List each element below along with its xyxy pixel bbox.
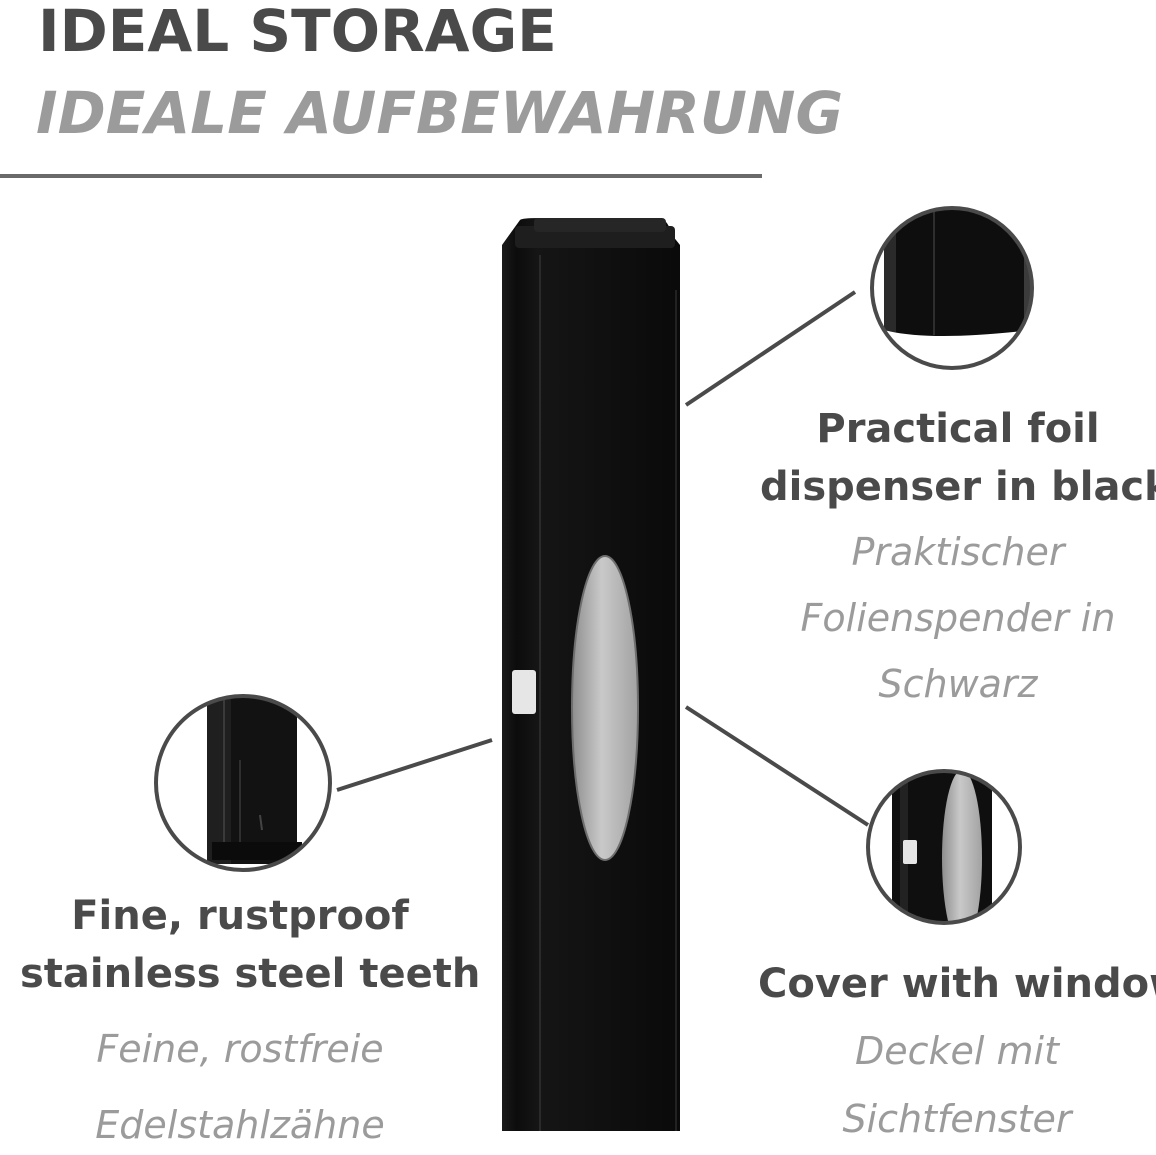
caption-en-line: dispenser in black	[760, 464, 1156, 510]
detail-circle-body	[870, 206, 1034, 370]
product-illustration	[154, 206, 1034, 1131]
page-subtitle: IDEALE AUFBEWAHRUNG	[36, 79, 844, 147]
caption-de-line: Praktischer	[851, 530, 1065, 574]
page-title: IDEAL STORAGE	[38, 0, 557, 65]
feature-caption-black: Practical foil dispenser in black Prakti…	[760, 400, 1156, 714]
title-divider	[0, 174, 762, 178]
foil-dispenser	[502, 218, 680, 1131]
feature-caption-teeth: Fine, rustproof stainless steel teeth Fe…	[20, 887, 481, 1155]
caption-de-line: Folienspender in	[800, 596, 1116, 640]
caption-de-line: Schwarz	[878, 662, 1038, 706]
caption-de-line: Feine, rostfreie	[96, 1027, 384, 1071]
caption-de-line: Deckel mit	[854, 1029, 1060, 1073]
caption-en-line: Practical foil	[816, 406, 1100, 452]
caption-en-line: stainless steel teeth	[20, 951, 481, 997]
callout-line-left	[336, 738, 493, 792]
detail-circle-teeth	[154, 694, 332, 872]
caption-en-line: Fine, rustproof	[71, 893, 409, 939]
callout-line-cover	[684, 705, 870, 827]
detail-circle-window	[866, 769, 1022, 925]
callout-line-top	[684, 290, 857, 407]
caption-de-line: Sichtfenster	[842, 1097, 1072, 1141]
caption-en-line: Cover with window	[758, 961, 1156, 1007]
feature-caption-window: Cover with window Deckel mit Sichtfenste…	[758, 955, 1156, 1149]
window	[571, 555, 639, 861]
slider-button	[512, 670, 536, 714]
caption-de-line: Edelstahlzähne	[95, 1103, 385, 1147]
